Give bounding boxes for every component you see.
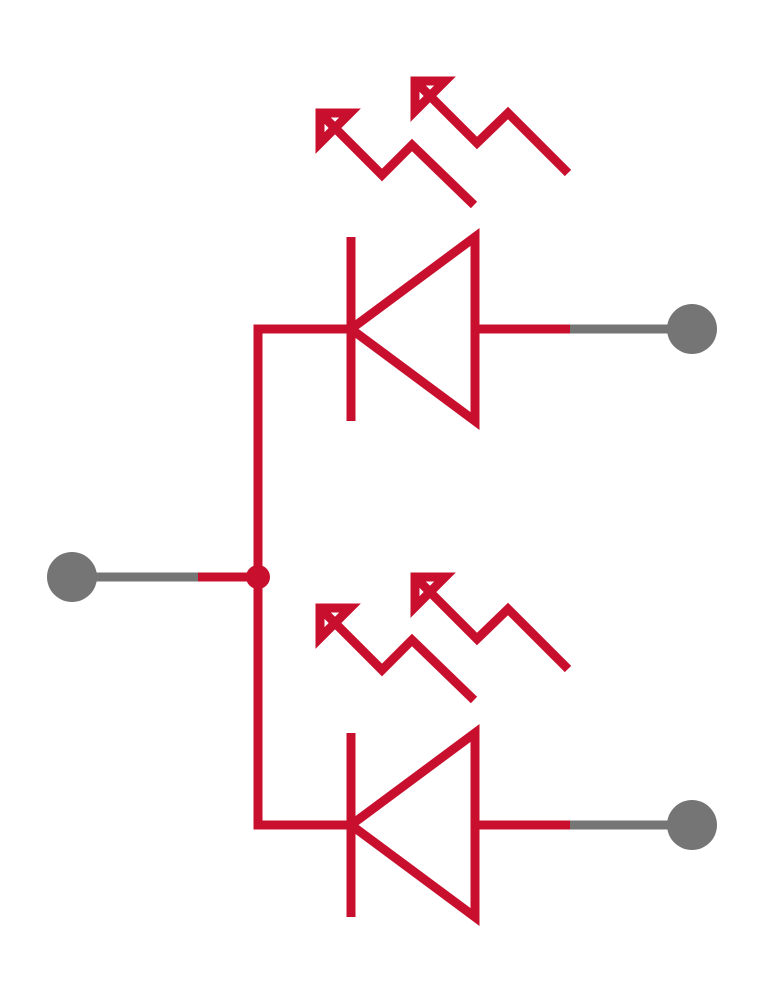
photodiode-top-triangle-icon	[343, 228, 480, 430]
common-wiring	[198, 324, 351, 830]
bottom-output-pin[interactable]	[570, 800, 717, 850]
light-arrow-icon	[411, 573, 572, 673]
photodiode-bottom[interactable]	[343, 724, 570, 926]
photodiode-bottom-triangle-icon	[343, 724, 480, 926]
common-pin-terminal-icon	[47, 552, 97, 602]
light-arrow-icon	[316, 109, 478, 209]
photodiode-bottom-light-arrows	[315, 572, 572, 704]
bottom-output-pin-terminal-icon	[667, 800, 717, 850]
photodiode-top[interactable]	[343, 228, 570, 430]
common-rail	[253, 324, 351, 830]
light-arrow-head-icon	[410, 572, 456, 618]
light-arrow-icon	[316, 604, 478, 704]
photodiode-top-light-arrows	[315, 76, 572, 209]
junction-dot-icon	[246, 565, 270, 589]
light-arrow-head-icon	[315, 603, 361, 649]
light-arrow-icon	[411, 77, 572, 177]
light-arrow-head-icon	[410, 76, 456, 122]
light-arrow-head-icon	[315, 108, 361, 154]
top-output-pin-terminal-icon	[667, 304, 717, 354]
common-pin[interactable]	[47, 552, 198, 602]
top-output-pin[interactable]	[570, 304, 717, 354]
